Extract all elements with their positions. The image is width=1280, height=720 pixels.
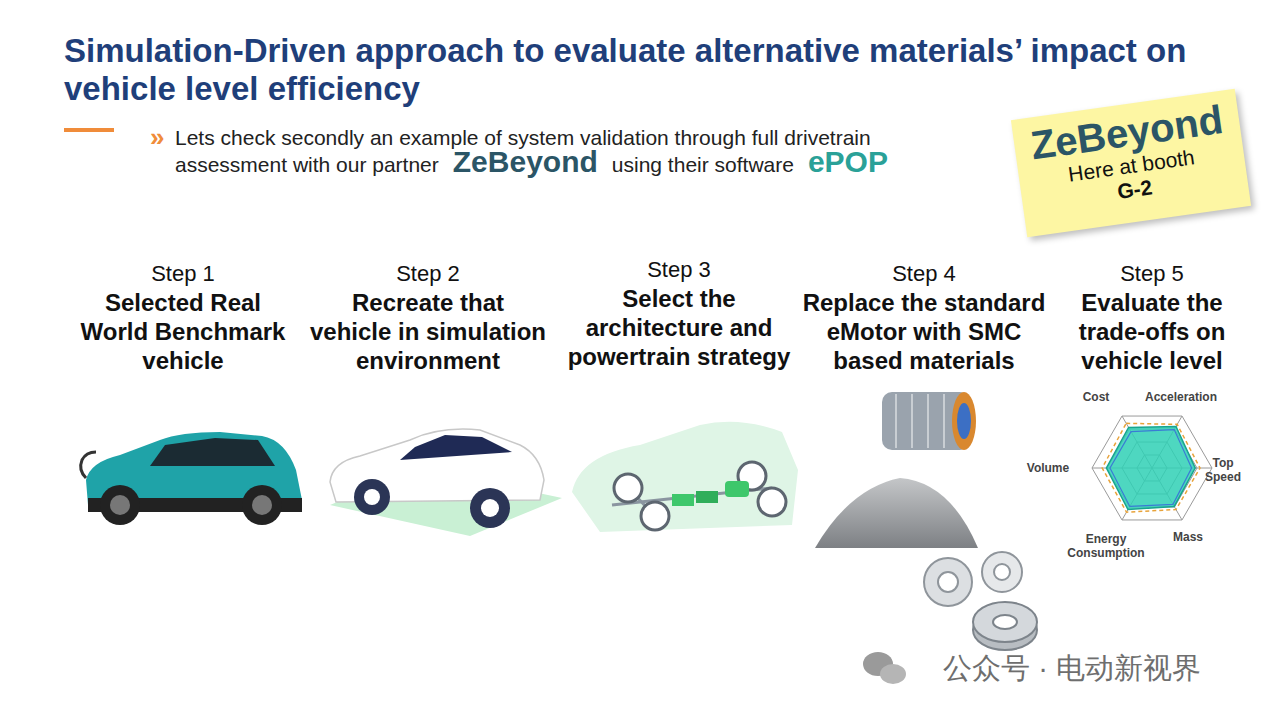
step-number: Step 3 <box>564 256 794 284</box>
lamination-stack <box>973 602 1037 642</box>
axis-label: Acceleration <box>1136 390 1226 404</box>
lamination-bore <box>993 615 1017 629</box>
step-number: Step 1 <box>76 260 291 288</box>
accent-bar <box>64 128 114 132</box>
motor-winding <box>952 392 976 450</box>
watermark: 公众号 · 电动新视界 <box>902 653 1242 684</box>
battery-block <box>696 491 718 503</box>
radar-area <box>1106 426 1195 509</box>
slide-title: Simulation-Driven approach to evaluate a… <box>64 32 1224 108</box>
process-step: Step 5Evaluate the trade-offs on vehicle… <box>1072 260 1232 375</box>
step-heading: Replace the standard eMotor with SMC bas… <box>799 288 1049 375</box>
motor-block <box>725 481 749 497</box>
lamination-bore <box>938 572 958 592</box>
step-heading: Select the architecture and powertrain s… <box>564 284 794 371</box>
wheel <box>614 474 642 502</box>
simulated-car <box>330 429 562 536</box>
axis-label: Energy Consumption <box>1060 532 1152 560</box>
axis-label: Mass <box>1163 530 1213 544</box>
bullet-text: using their software <box>612 153 794 176</box>
car-hub <box>364 489 380 505</box>
axis-label: Top Speed <box>1200 456 1246 484</box>
car-wheel <box>242 485 282 525</box>
partner-logo: ZeBeyond <box>453 145 598 178</box>
battery-block <box>672 494 694 506</box>
car-silhouette <box>572 422 798 532</box>
motor-winding <box>957 403 971 439</box>
powder-pile <box>815 478 978 548</box>
car-wheel <box>354 479 390 515</box>
bullet-marker: » <box>150 122 164 152</box>
car-hub <box>110 495 130 515</box>
process-step: Step 2Recreate that vehicle in simulatio… <box>308 260 548 375</box>
step-number: Step 4 <box>799 260 1049 288</box>
car-window <box>150 438 275 466</box>
radar-grid <box>1092 416 1212 520</box>
process-step: Step 4Replace the standard eMotor with S… <box>799 260 1049 375</box>
car-wheel <box>100 485 140 525</box>
lamination-disc <box>924 558 972 606</box>
motor-rib <box>943 394 945 448</box>
step-number: Step 5 <box>1072 260 1232 288</box>
bullet-line: Lets check secondly an example of system… <box>175 127 950 178</box>
step-heading: Selected Real World Benchmark vehicle <box>76 288 291 375</box>
motor-rib <box>927 394 929 448</box>
process-step: Step 3Select the architecture and powert… <box>564 256 794 371</box>
software-logo: ePOP <box>808 145 888 178</box>
axis-label: Cost <box>1066 390 1126 404</box>
axis-label: Volume <box>1018 461 1078 475</box>
car-wheel <box>470 488 510 528</box>
wheel <box>758 488 786 516</box>
radar-outline <box>1102 423 1200 512</box>
radar-chart <box>1092 416 1212 520</box>
sticky-note: ZeBeyondHere at boothG-2 <box>1011 89 1251 237</box>
wechat-icon <box>863 652 906 684</box>
car-window <box>400 435 512 460</box>
lamination-bore <box>994 564 1010 580</box>
motor-rib <box>895 394 897 448</box>
step-number: Step 2 <box>308 260 548 288</box>
process-step: Step 1Selected Real World Benchmark vehi… <box>76 260 291 375</box>
radar-outline <box>1110 430 1192 507</box>
smc-materials <box>815 392 1037 650</box>
step-heading: Recreate that vehicle in simulation envi… <box>308 288 548 375</box>
car-hub <box>252 495 272 515</box>
car-hub <box>481 499 499 517</box>
step-heading: Evaluate the trade-offs on vehicle level <box>1072 288 1232 375</box>
benchmark-car <box>81 432 302 525</box>
wheel <box>641 502 669 530</box>
powertrain-layout <box>572 422 798 532</box>
charge-cable <box>81 452 96 478</box>
icon-bubble <box>880 664 906 684</box>
lamination-disc <box>982 552 1022 592</box>
motor-rib <box>911 394 913 448</box>
